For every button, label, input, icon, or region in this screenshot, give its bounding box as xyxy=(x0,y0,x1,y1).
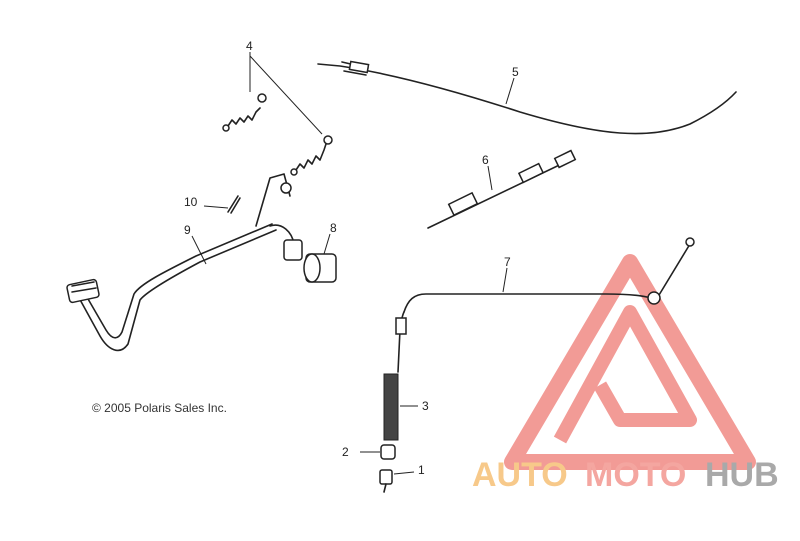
callout-7: 7 xyxy=(504,255,511,269)
part-pin-1 xyxy=(379,469,415,493)
callout-8: 8 xyxy=(330,221,337,235)
callout-9: 9 xyxy=(184,223,191,237)
part-bushing-8 xyxy=(303,233,337,283)
part-pedal-9 xyxy=(66,173,303,352)
copyright-text: © 2005 Polaris Sales Inc. xyxy=(92,401,227,415)
part-rod-7 xyxy=(395,237,695,373)
watermark-auto: AUTO xyxy=(472,456,568,494)
part-cotter-10 xyxy=(203,195,241,214)
callout-2: 2 xyxy=(342,445,349,459)
part-cable-5 xyxy=(317,60,737,135)
watermark-logo xyxy=(504,254,756,470)
callout-1: 1 xyxy=(418,463,425,477)
part-bushing-2 xyxy=(360,444,396,460)
watermark-hub: HUB xyxy=(705,456,779,494)
watermark-text: AUTO MOTO HUB xyxy=(472,456,779,494)
part-sleeve-3 xyxy=(383,373,418,441)
part-rod-6 xyxy=(427,149,577,229)
callout-3: 3 xyxy=(422,399,429,413)
callout-10: 10 xyxy=(184,195,198,209)
watermark-moto: MOTO xyxy=(585,456,686,494)
callout-6: 6 xyxy=(482,153,489,167)
callout-4: 4 xyxy=(246,39,253,53)
callout-5: 5 xyxy=(512,65,519,79)
part-springs-4 xyxy=(222,52,333,176)
